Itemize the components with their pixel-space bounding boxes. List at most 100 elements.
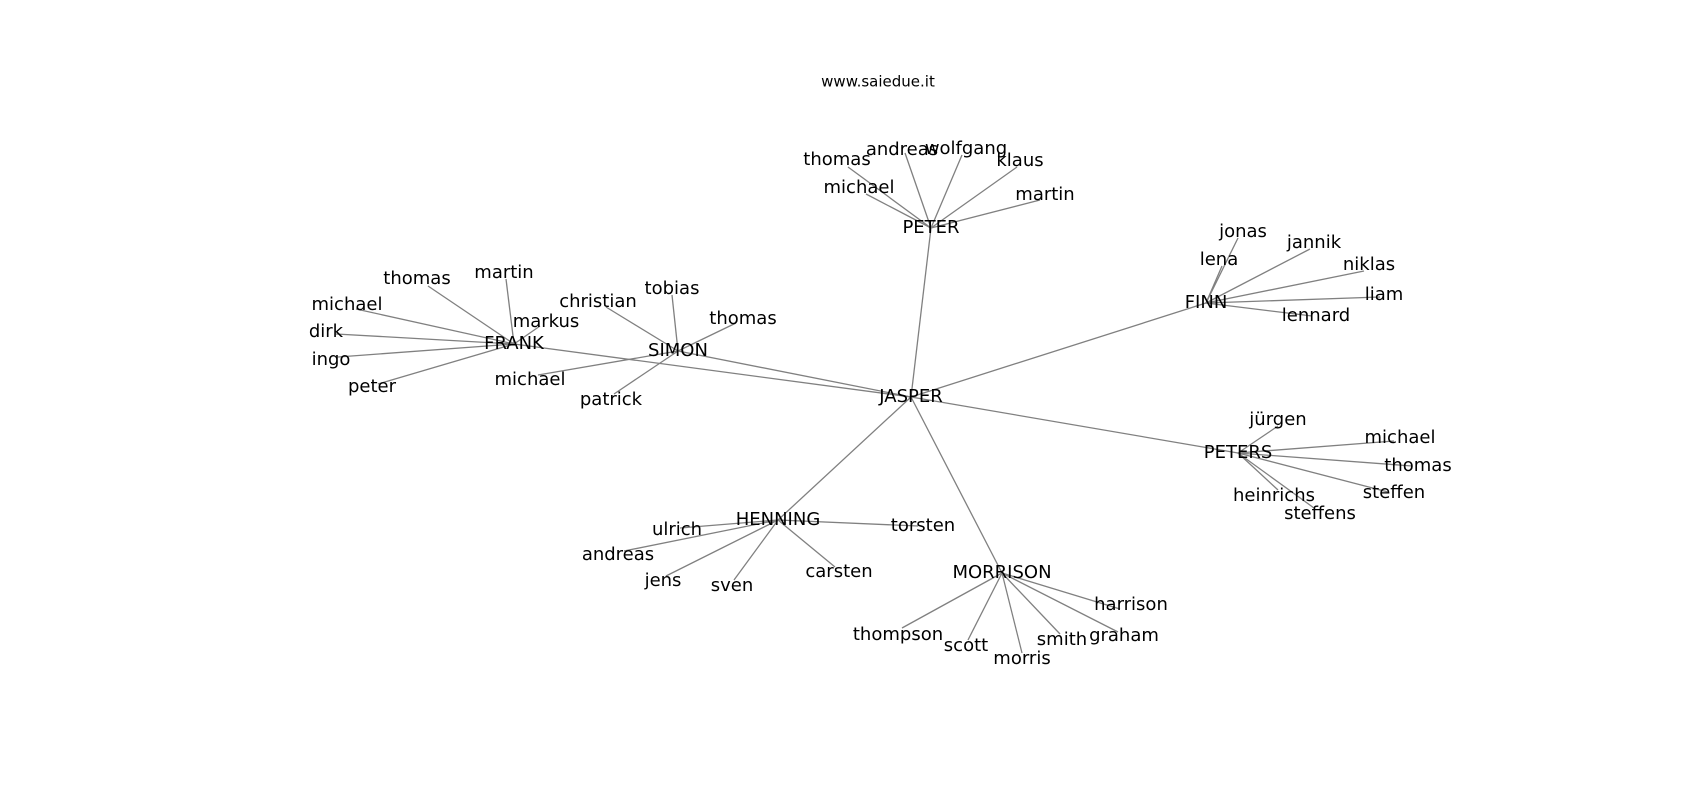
leaf-node-jannik: jannik [1286, 232, 1342, 253]
leaf-node-michael: michael [312, 294, 383, 315]
edge-peter-michael [865, 193, 932, 229]
edge-jasper-finn [910, 302, 1207, 398]
edge-jasper-henning [777, 396, 912, 521]
leaf-node-steffens: steffens [1284, 503, 1356, 524]
edge-henning-ulrich [679, 519, 779, 529]
leaf-node-morris: morris [993, 648, 1050, 669]
edge-peters-jurgen [1237, 425, 1279, 454]
edge-simon-thomas [677, 322, 737, 352]
leaf-node-dirk: dirk [309, 321, 344, 342]
edge-frank-martin [505, 278, 515, 345]
hub-node-jasper: JASPER [878, 386, 942, 407]
leaf-node-harrison: harrison [1094, 594, 1168, 615]
edge-peter-thomas [847, 166, 932, 229]
edge-simon-christian [605, 306, 679, 352]
edge-morrison-morris [1001, 572, 1023, 654]
hub-node-finn: FINN [1185, 292, 1228, 313]
edge-jasper-frank [513, 343, 912, 398]
hub-node-simon: SIMON [648, 340, 708, 361]
edge-peters-thomas [1237, 452, 1413, 467]
edge-jasper-morrison [910, 396, 1003, 574]
leaf-node-graham: graham [1089, 625, 1159, 646]
edge-finn-jannik [1205, 248, 1311, 304]
edge-morrison-smith [1001, 572, 1061, 635]
leaf-node-lennard: lennard [1282, 305, 1350, 326]
edge-finn-niklas [1205, 270, 1365, 304]
edge-simon-michael [537, 350, 679, 376]
leaf-node-steffen: steffen [1363, 482, 1425, 503]
leaf-node-niklas: niklas [1343, 254, 1395, 275]
edge-peter-wolfgang [930, 154, 963, 229]
leaf-node-jurgen: jürgen [1248, 409, 1306, 430]
edge-peter-martin [930, 199, 1041, 229]
edge-frank-michael [355, 308, 515, 345]
edge-jasper-simon [677, 350, 912, 398]
node-label-layer: JASPER PETER FINN PETERS MORRISON HENNING FRAN… [309, 138, 1452, 669]
edge-jasper-peter [910, 227, 932, 398]
leaf-node-andreas: andreas [866, 139, 938, 160]
leaf-node-liam: liam [1365, 284, 1404, 305]
edge-morrison-graham [1001, 572, 1119, 633]
leaf-node-carsten: carsten [805, 561, 872, 582]
edge-frank-thomas [427, 285, 515, 345]
edge-peters-steffen [1237, 452, 1389, 493]
leaf-node-heinrichs: heinrichs [1233, 485, 1315, 506]
edge-layer [335, 152, 1413, 654]
leaf-node-wolfgang: wolfgang [925, 138, 1007, 159]
edge-morrison-harrison [1001, 572, 1121, 610]
leaf-node-peter: peter [348, 376, 397, 397]
leaf-node-michael: michael [824, 177, 895, 198]
edge-finn-lena [1205, 265, 1223, 304]
hub-node-henning: HENNING [736, 509, 821, 530]
leaf-node-thomas: thomas [803, 149, 870, 170]
edge-morrison-thompson [901, 572, 1003, 629]
leaf-node-lena: lena [1200, 249, 1239, 270]
leaf-node-sven: sven [711, 575, 754, 596]
leaf-node-michael: michael [1365, 427, 1436, 448]
edge-frank-peter [377, 343, 515, 385]
edge-henning-andreas [623, 519, 779, 552]
leaf-node-ingo: ingo [312, 349, 351, 370]
edge-frank-dirk [335, 333, 515, 345]
edge-peters-steffens [1237, 452, 1315, 509]
leaf-node-thomas: thomas [1384, 455, 1451, 476]
leaf-node-christian: christian [559, 291, 637, 312]
leaf-node-jens: jens [644, 570, 682, 591]
edge-finn-liam [1205, 296, 1381, 304]
leaf-node-klaus: klaus [996, 150, 1043, 171]
leaf-node-ulrich: ulrich [652, 519, 702, 540]
leaf-node-patrick: patrick [580, 389, 643, 410]
edge-finn-lennard [1205, 302, 1313, 317]
leaf-node-scott: scott [944, 635, 988, 656]
leaf-node-martin: martin [1015, 184, 1074, 205]
edge-peter-andreas [904, 152, 932, 229]
leaf-node-markus: markus [513, 311, 580, 332]
edge-peters-michael [1237, 440, 1395, 454]
edge-henning-carsten [777, 519, 836, 568]
edge-morrison-scott [967, 572, 1003, 641]
hub-node-morrison: MORRISON [952, 562, 1051, 583]
leaf-node-tobias: tobias [645, 278, 700, 299]
leaf-node-martin: martin [474, 262, 533, 283]
leaf-node-michael: michael [495, 369, 566, 390]
leaf-node-jonas: jonas [1218, 221, 1267, 242]
leaf-node-thompson: thompson [853, 624, 943, 645]
leaf-node-andreas: andreas [582, 544, 654, 565]
edge-henning-sven [733, 519, 779, 581]
leaf-node-thomas: thomas [383, 268, 450, 289]
watermark-text: www.saiedue.it [821, 73, 935, 91]
edge-henning-torsten [777, 519, 919, 527]
edge-henning-jens [665, 519, 779, 577]
leaf-node-smith: smith [1037, 629, 1087, 650]
edge-simon-tobias [671, 294, 679, 352]
leaf-node-torsten: torsten [891, 515, 955, 536]
edge-frank-markus [513, 325, 541, 345]
edge-peter-klaus [930, 166, 1018, 229]
leaf-node-thomas: thomas [709, 308, 776, 329]
hub-node-frank: FRANK [484, 333, 545, 354]
edge-frank-ingo [337, 343, 515, 358]
hub-node-peter: PETER [902, 217, 959, 238]
edge-simon-patrick [613, 350, 679, 395]
hub-node-peters: PETERS [1204, 442, 1273, 463]
